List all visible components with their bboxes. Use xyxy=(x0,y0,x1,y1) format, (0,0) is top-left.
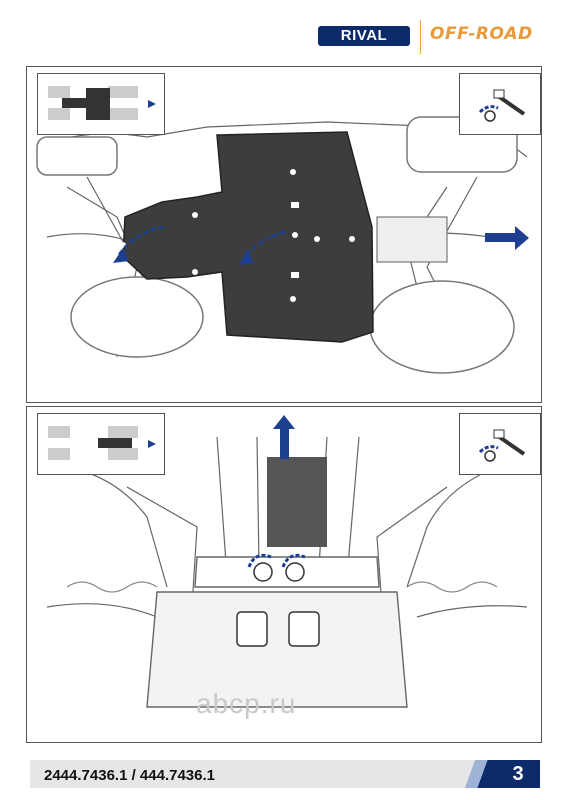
socket-wrench-icon xyxy=(478,89,526,122)
top-view-vehicle-icon xyxy=(48,426,156,460)
footer-stripe xyxy=(460,760,500,788)
rival-logo: RIVAL xyxy=(318,26,410,46)
part-numbers: 2444.7436.1 / 444.7436.1 xyxy=(44,767,215,784)
footer-bar xyxy=(30,760,540,788)
offroad-logo: OFF-ROAD xyxy=(430,24,533,44)
top-view-vehicle-icon xyxy=(48,86,156,120)
front-module-removal-drawing xyxy=(46,415,528,708)
tool-inset-1 xyxy=(459,73,541,135)
vehicle-position-inset-2 xyxy=(37,413,165,475)
brand-name: RIVAL xyxy=(340,27,388,44)
step-illustration-1 xyxy=(26,66,542,403)
header: RIVAL OFF-ROAD xyxy=(0,0,566,60)
direction-arrow-icon xyxy=(485,226,529,250)
page-number: 3 xyxy=(496,760,540,788)
vehicle-position-inset-1 xyxy=(37,73,165,135)
skid-plate-removal-drawing xyxy=(36,116,529,374)
footer: 2444.7436.1 / 444.7436.1 3 xyxy=(0,752,566,800)
socket-wrench-icon xyxy=(478,429,526,462)
step-illustration-2 xyxy=(26,406,542,743)
watermark: abcp.ru xyxy=(196,688,297,719)
direction-arrow-icon xyxy=(273,415,295,459)
logo-divider xyxy=(420,20,421,54)
tool-inset-2 xyxy=(459,413,541,475)
